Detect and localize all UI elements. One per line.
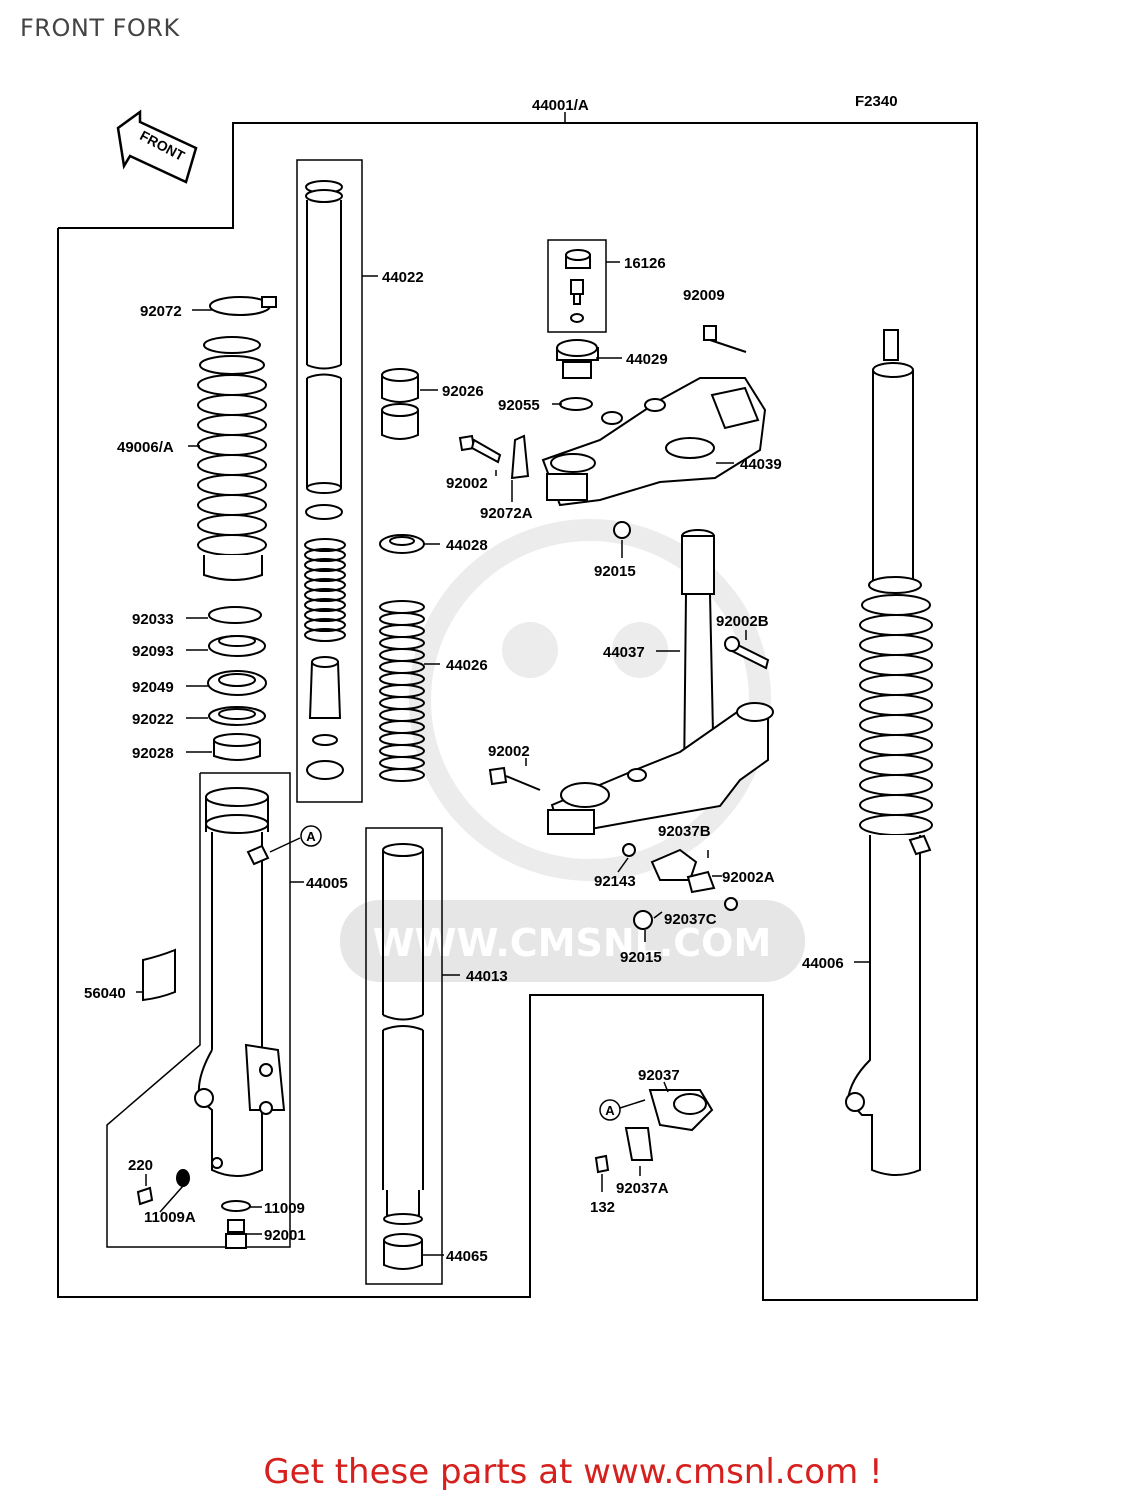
fork-spring-44026 bbox=[379, 600, 425, 782]
label-132: 132 bbox=[590, 1199, 615, 1216]
label-92037: 92037 bbox=[638, 1067, 680, 1084]
label-44026: 44026 bbox=[446, 657, 488, 674]
fork-spring-inner bbox=[304, 538, 346, 780]
lower-triple-clamp bbox=[488, 636, 774, 835]
label-92093: 92093 bbox=[132, 643, 174, 660]
label-92022: 92022 bbox=[132, 711, 174, 728]
label-56040: 56040 bbox=[84, 985, 126, 1002]
label-49006A: 49006/A bbox=[117, 439, 174, 456]
label-44028: 44028 bbox=[446, 537, 488, 554]
promo-link[interactable]: Get these parts at www.cmsnl.com ! bbox=[263, 1452, 883, 1492]
reference-marker-a-2: A bbox=[599, 1099, 621, 1121]
label-92037A: 92037A bbox=[616, 1180, 669, 1197]
label-92072: 92072 bbox=[140, 303, 182, 320]
label-92002B: 92002B bbox=[716, 613, 769, 630]
outer-tube-44005 bbox=[194, 787, 286, 1177]
label-44037: 44037 bbox=[603, 644, 645, 661]
label-92009: 92009 bbox=[683, 287, 725, 304]
valve-group-box bbox=[547, 239, 607, 333]
label-92026: 92026 bbox=[442, 383, 484, 400]
bushings-92026 bbox=[381, 368, 419, 440]
label-92002A: 92002A bbox=[722, 869, 775, 886]
label-92002-mid: 92002 bbox=[488, 743, 530, 760]
label-92037B: 92037B bbox=[658, 823, 711, 840]
label-44022: 44022 bbox=[382, 269, 424, 286]
label-220: 220 bbox=[128, 1157, 153, 1174]
damper-rod-44013 bbox=[382, 843, 424, 1270]
label-44065: 44065 bbox=[446, 1248, 488, 1265]
label-44039: 44039 bbox=[740, 456, 782, 473]
outer-tube-group-box bbox=[106, 772, 291, 1248]
label-92037C: 92037C bbox=[664, 911, 717, 928]
page-title: FRONT FORK bbox=[20, 14, 180, 42]
bolts-upper bbox=[458, 325, 747, 539]
watermark-text: WWW.CMSNL.COM bbox=[373, 921, 772, 965]
label-92033: 92033 bbox=[132, 611, 174, 628]
svg-text:A: A bbox=[605, 1103, 615, 1118]
spring-seat-44028 bbox=[379, 534, 425, 554]
assembly-boundary bbox=[57, 122, 978, 1301]
label-92055: 92055 bbox=[498, 397, 540, 414]
seal-stack bbox=[207, 606, 267, 761]
label-44001A: 44001/A bbox=[532, 97, 589, 114]
upper-triple-clamp-44039 bbox=[510, 377, 767, 507]
label-92015-top: 92015 bbox=[594, 563, 636, 580]
damper-group-box bbox=[365, 827, 443, 1285]
label-92028: 92028 bbox=[132, 745, 174, 762]
inner-tube-group-box bbox=[296, 159, 363, 803]
label-92143: 92143 bbox=[594, 873, 636, 890]
label-44005: 44005 bbox=[306, 875, 348, 892]
complete-fork-leg-44006 bbox=[845, 329, 933, 1176]
front-direction-arrow: FRONT bbox=[116, 109, 198, 184]
inner-tube-44022 bbox=[305, 180, 343, 520]
label-11009: 11009 bbox=[264, 1200, 305, 1217]
label-92049: 92049 bbox=[132, 679, 174, 696]
drain-bolts bbox=[136, 1169, 251, 1249]
svg-text:A: A bbox=[306, 829, 316, 844]
label-92001: 92001 bbox=[264, 1227, 306, 1244]
dust-boot-49006A bbox=[197, 296, 277, 581]
leader-lines bbox=[136, 261, 870, 1256]
label-44013: 44013 bbox=[466, 968, 508, 985]
label-sticker-56040 bbox=[142, 948, 176, 1002]
label-92072A: 92072A bbox=[480, 505, 533, 522]
cap-bolt-16126 bbox=[556, 249, 599, 411]
label-11009A: 11009A bbox=[144, 1209, 196, 1226]
clamps-92037 bbox=[594, 843, 738, 1174]
figure-code: F2340 bbox=[855, 93, 898, 110]
part-number-labels: 44001/A 44022 92072 49006/A 92033 92093 … bbox=[84, 97, 844, 1265]
reference-marker-a-1: A bbox=[300, 825, 322, 847]
label-92002-top: 92002 bbox=[446, 475, 488, 492]
label-44029: 44029 bbox=[626, 351, 668, 368]
label-92015-bot: 92015 bbox=[620, 949, 662, 966]
label-16126: 16126 bbox=[624, 255, 666, 272]
label-44006: 44006 bbox=[802, 955, 844, 972]
